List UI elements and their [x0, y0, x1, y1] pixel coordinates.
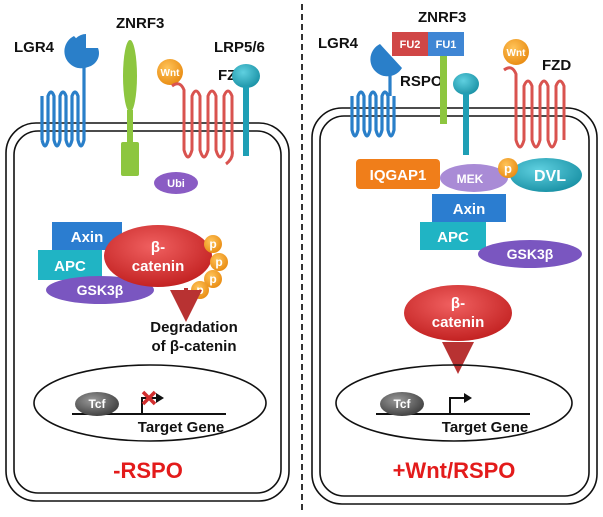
left-target-gene-label: Target Gene	[138, 419, 224, 436]
right-promoter-arrow	[449, 397, 466, 414]
right-fzd-label: FZD	[542, 57, 571, 74]
left-lrp56-head	[232, 64, 260, 88]
left-beta-catenin-oval	[104, 225, 212, 287]
right-axin-label: Axin	[453, 201, 486, 218]
right-fu1-label: FU1	[436, 39, 457, 51]
left-lgr4-label: LGR4	[14, 39, 55, 56]
right-cell-outer-membrane	[311, 107, 598, 505]
right-fu2-label: FU2	[400, 39, 421, 51]
right-apc-label: APC	[437, 229, 469, 246]
left-degradation-line1: Degradation	[150, 319, 238, 336]
right-gsk3b-oval	[478, 240, 582, 268]
right-cell-inner-membrane	[319, 115, 590, 497]
right-wnt-ball	[503, 39, 529, 65]
right-promoter-arrowhead	[464, 393, 472, 403]
right-lrp56-head	[453, 73, 479, 95]
left-blocked-x-icon	[141, 390, 157, 406]
right-iqgap1-box	[356, 159, 440, 189]
left-wnt-label: Wnt	[161, 68, 181, 79]
left-phosphate-2-label: p	[215, 255, 222, 269]
right-beta-catenin-line1: β-	[451, 295, 465, 312]
left-cell-inner-membrane	[13, 130, 282, 494]
left-phosphate-3	[204, 270, 222, 288]
right-dvl-label: DVL	[534, 168, 566, 185]
right-lrp56-stalk	[463, 93, 469, 155]
right-tcf-label: Tcf	[393, 397, 411, 411]
left-gsk3b-label: GSK3β	[77, 282, 124, 298]
left-tcf-oval	[75, 392, 119, 416]
left-ubi-oval	[154, 172, 198, 194]
left-promoter-arrowhead	[156, 393, 164, 403]
right-lgr4-pacman	[370, 44, 402, 77]
right-phosphate-label: p	[504, 161, 512, 176]
right-tcf-oval	[380, 392, 424, 416]
left-nucleus	[33, 364, 267, 442]
right-znrf3-stalk	[440, 56, 447, 124]
left-ubi-label: Ubi	[167, 178, 185, 190]
left-phosphate-3-label: p	[209, 272, 216, 286]
right-fzd-transmembrane	[503, 66, 566, 149]
left-tcf-label: Tcf	[88, 397, 106, 411]
left-lrp56-label: LRP5/6	[214, 39, 265, 56]
left-znrf3-label: ZNRF3	[116, 15, 164, 32]
right-lgr4-label: LGR4	[318, 35, 359, 52]
left-cell-outer-membrane	[5, 122, 290, 502]
right-dvl-oval	[510, 158, 582, 192]
right-target-gene-label: Target Gene	[442, 419, 528, 436]
left-znrf3-stalk	[127, 110, 133, 144]
right-phosphate	[498, 158, 518, 178]
left-condition-title: -RSPO	[113, 458, 183, 483]
right-nucleus	[335, 364, 573, 442]
left-degradation-line2: of β-catenin	[152, 338, 237, 355]
left-phosphate-1-label: p	[209, 237, 216, 251]
right-fu2-box	[392, 32, 428, 56]
left-apc-label: APC	[54, 258, 86, 275]
left-apc-box	[38, 250, 102, 280]
right-rspo-label: RSPO	[400, 73, 443, 90]
right-beta-catenin-oval	[404, 285, 512, 341]
right-beta-catenin-line2: catenin	[432, 314, 485, 331]
left-beta-catenin-line2: catenin	[132, 258, 185, 275]
right-wnt-label: Wnt	[507, 48, 527, 59]
left-gsk3b-oval	[46, 276, 154, 304]
left-fzd-transmembrane	[171, 82, 234, 166]
right-gsk3b-label: GSK3β	[507, 246, 554, 262]
left-beta-catenin-line1: β-	[151, 239, 165, 256]
right-condition-title: +Wnt/RSPO	[393, 458, 516, 483]
right-apc-box	[420, 222, 486, 250]
right-mek-label: MEK	[457, 172, 484, 186]
left-panel: LGR4 ZNRF3 Wnt FZD LRP5/6 Ubi Axin APC G…	[5, 15, 290, 502]
left-phosphate-1	[204, 235, 222, 253]
right-znrf3-label: ZNRF3	[418, 9, 466, 26]
left-axin-label: Axin	[71, 229, 104, 246]
right-iqgap1-label: IQGAP1	[370, 167, 427, 184]
right-mek-oval	[440, 164, 508, 192]
right-panel: LGR4 ZNRF3 FU2 FU1 RSPO Wnt FZD IQGAP1 D…	[311, 9, 598, 505]
left-znrf3-extracellular	[123, 40, 137, 112]
left-znrf3-intracellular	[121, 142, 139, 176]
left-wnt-ball	[157, 59, 183, 85]
left-phosphate-4-label: p	[196, 283, 203, 297]
left-lgr4-pacman	[64, 36, 96, 69]
right-axin-box	[432, 194, 506, 222]
left-promoter-arrow	[141, 397, 158, 414]
right-lgr4-transmembrane	[350, 72, 396, 138]
left-lrp56-stalk	[243, 86, 249, 156]
left-lgr4-transmembrane	[40, 66, 86, 148]
right-fu1-box	[428, 32, 464, 56]
left-phosphate-2	[210, 253, 228, 271]
